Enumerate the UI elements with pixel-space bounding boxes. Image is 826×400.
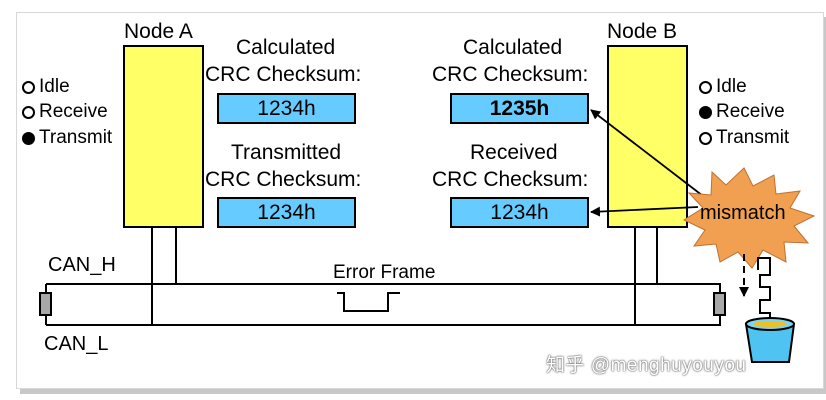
node-b-receive-indicator (699, 105, 712, 119)
error-frame-waveform (337, 292, 400, 312)
node-b-rx-crc: 1234h (450, 197, 589, 228)
node-b-box (607, 45, 688, 228)
node-a-legend-transmit: Transmit (22, 127, 112, 149)
arrow-to-calc-crc (590, 109, 704, 197)
node-b-idle-indicator (699, 80, 712, 94)
can-h-label: CAN_H (48, 254, 116, 276)
right-termination-resistor (713, 292, 726, 316)
left-termination-resistor (39, 292, 52, 316)
node-a-idle-label: Idle (39, 76, 70, 97)
bucket-contents (753, 321, 787, 327)
node-b-legend-receive: Receive (699, 101, 785, 123)
node-b-legend-transmit: Transmit (699, 127, 789, 149)
arrow-to-rx-crc (590, 206, 699, 217)
node-a-receive-label: Receive (39, 101, 108, 122)
node-a-tx-label-1: Transmitted (231, 141, 342, 164)
node-a-calc-crc: 1234h (217, 93, 356, 124)
mismatch-label: mismatch (700, 202, 786, 224)
error-frame-label: Error Frame (333, 262, 436, 283)
node-a-box (123, 45, 204, 228)
node-b-calc-label-2: CRC Checksum: (432, 63, 589, 86)
node-a-title: Node A (124, 20, 193, 43)
node-b-rx-label-1: Received (470, 141, 558, 164)
node-b-transmit-label: Transmit (716, 127, 790, 148)
can-l-label: CAN_L (44, 333, 109, 355)
watermark: 知乎 @menghuyouyou (546, 355, 747, 376)
node-b-rx-label-2: CRC Checksum: (432, 168, 589, 191)
node-b-legend-idle: Idle (699, 76, 747, 98)
node-a-transmit-label: Transmit (39, 127, 113, 148)
waveform-squiggle (757, 257, 771, 318)
node-b-receive-label: Receive (716, 101, 785, 122)
node-b-transmit-indicator (699, 131, 712, 145)
mismatch-burst (682, 167, 816, 269)
node-a-tx-crc: 1234h (217, 197, 356, 228)
node-a-idle-indicator (22, 80, 35, 94)
node-a-tx-label-2: CRC Checksum: (205, 168, 362, 191)
node-a-calc-label-1: Calculated (236, 36, 336, 59)
node-a-calc-label-2: CRC Checksum: (205, 63, 362, 86)
node-a-transmit-indicator (22, 131, 35, 145)
node-a-receive-indicator (22, 105, 35, 119)
node-a-legend-receive: Receive (22, 101, 108, 123)
node-a-legend-idle: Idle (22, 76, 70, 98)
node-b-idle-label: Idle (716, 76, 747, 97)
node-b-calc-crc: 1235h (450, 93, 589, 124)
node-b-calc-label-1: Calculated (463, 36, 563, 59)
node-b-title: Node B (607, 20, 678, 43)
